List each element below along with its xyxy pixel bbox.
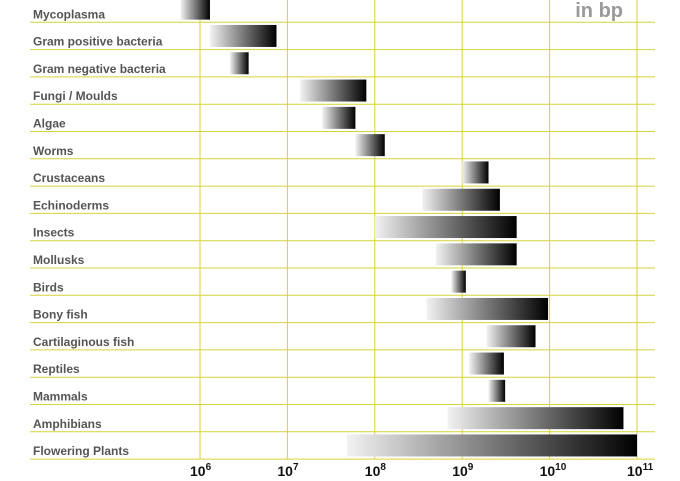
category-label: Fungi / Moulds	[33, 89, 118, 103]
x-tick-label: 1011	[627, 462, 654, 479]
category-label: Mycoplasma	[33, 7, 105, 21]
bar-birds	[451, 270, 466, 293]
bar-mollusks	[435, 243, 517, 266]
category-label: Gram negative bacteria	[33, 62, 166, 76]
bar-crustaceans	[462, 161, 489, 184]
category-label: Cartilaginous fish	[33, 335, 134, 349]
bar-mammals	[488, 379, 506, 402]
bar-amphibians	[447, 407, 624, 430]
category-label: Flowering Plants	[33, 444, 129, 458]
category-label: Reptiles	[33, 362, 80, 376]
bar-worms	[355, 134, 385, 157]
bar-algae	[322, 106, 356, 129]
category-label: Crustaceans	[33, 171, 105, 185]
bar-reptiles	[469, 352, 504, 375]
x-axis-ticks: 106 107 108 109 1010 1011	[190, 462, 654, 479]
category-label: Worms	[33, 144, 74, 158]
category-label: Mammals	[33, 390, 88, 404]
x-tick-label: 108	[365, 462, 387, 479]
bar-gram-positive-bacteria	[209, 24, 277, 47]
category-label: Amphibians	[33, 417, 102, 431]
bar-mycoplasma	[180, 0, 210, 20]
bar-insects	[374, 216, 517, 239]
category-label: Algae	[33, 117, 66, 131]
category-label: Birds	[33, 280, 64, 294]
x-tick-label: 107	[277, 462, 299, 479]
grid	[30, 0, 655, 460]
bar-flowering-plants	[346, 434, 637, 457]
category-label: Insects	[33, 226, 75, 240]
category-label: Mollusks	[33, 253, 85, 267]
x-tick-label: 109	[452, 462, 474, 479]
unit-label: in bp	[575, 0, 623, 22]
bar-bony-fish	[426, 297, 549, 320]
bar-gram-negative-bacteria	[229, 52, 249, 75]
x-tick-label: 1010	[540, 462, 567, 479]
bar-cartilaginous-fish	[486, 325, 536, 348]
bar-fungi-moulds	[300, 79, 367, 102]
bars	[180, 0, 637, 457]
category-label: Bony fish	[33, 308, 88, 322]
x-tick-label: 106	[190, 462, 212, 479]
category-label: Gram positive bacteria	[33, 35, 163, 49]
bar-echinoderms	[422, 188, 500, 211]
category-label: Echinoderms	[33, 198, 109, 212]
